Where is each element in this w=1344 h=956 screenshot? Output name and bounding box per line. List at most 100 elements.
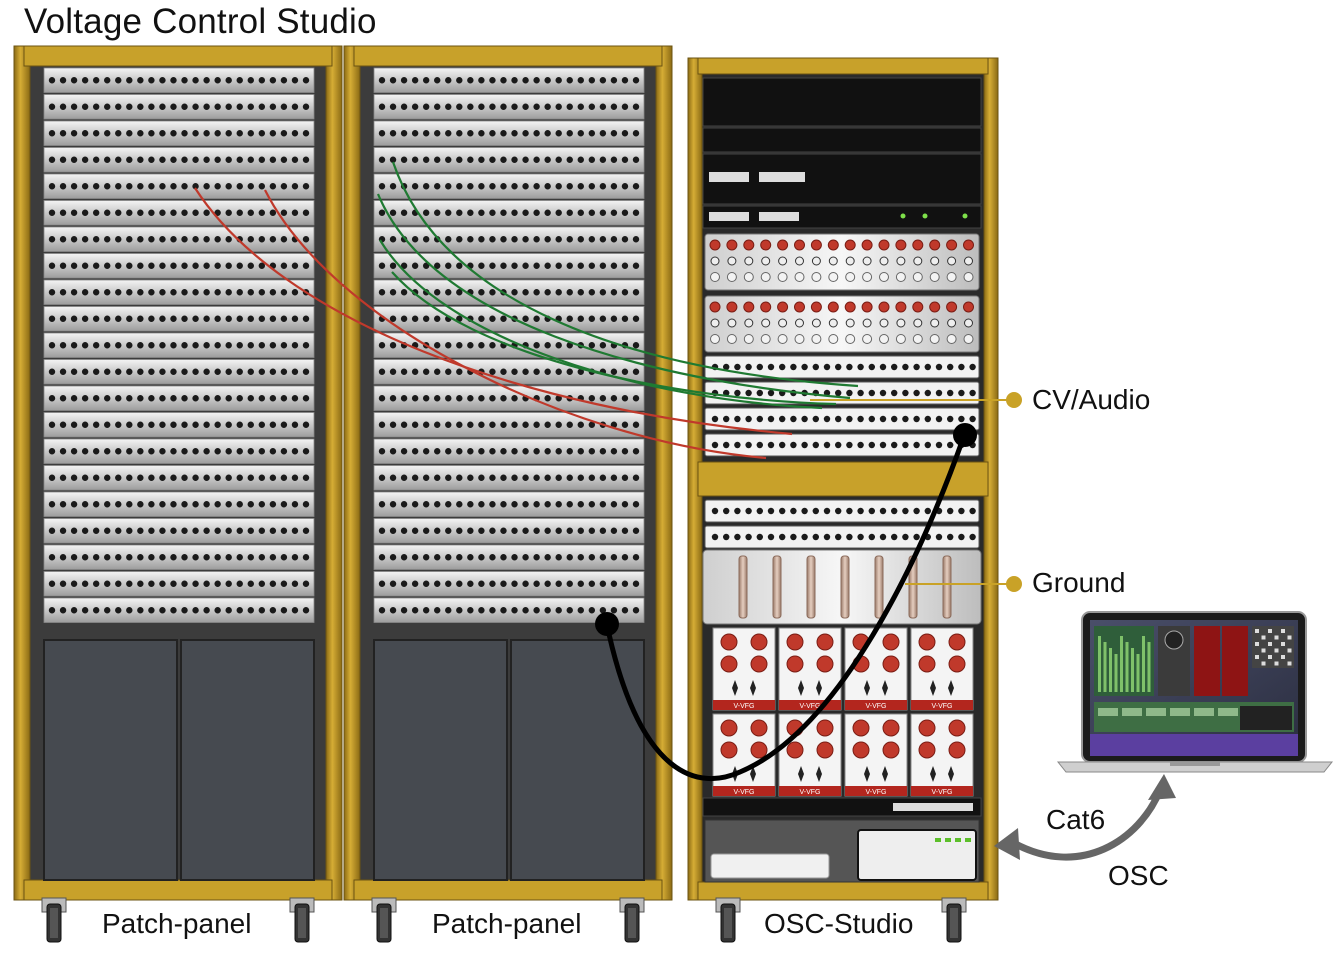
patch-jack: [291, 342, 299, 349]
patch-jack: [203, 448, 210, 455]
screen-channel: [1122, 708, 1142, 716]
patch-jack: [378, 395, 386, 402]
patch-panel-strip: [373, 544, 645, 570]
rack-top-bar: [353, 45, 663, 67]
patch-jack: [203, 421, 210, 428]
patch-jack: [434, 448, 441, 455]
patch-jack: [588, 289, 596, 296]
patch-jack: [236, 527, 243, 534]
patch-jack: [511, 209, 518, 216]
red-knob: [918, 719, 936, 737]
patch-jack: [500, 580, 507, 587]
patch-jack: [137, 448, 144, 455]
patch-jack: [544, 289, 551, 296]
patch-jack: [533, 156, 540, 163]
patch-jack: [846, 441, 853, 449]
patch-jack: [533, 103, 540, 110]
patch-jack: [148, 236, 155, 243]
patch-jack: [879, 415, 887, 423]
ground-cable-plug: [595, 612, 619, 636]
slider-marker: [864, 766, 870, 782]
switch-led: [965, 838, 971, 842]
white-knob: [947, 318, 957, 328]
patch-jack: [411, 448, 419, 455]
patch-jack: [924, 507, 931, 515]
patch-jack: [170, 342, 177, 349]
patch-jack: [137, 342, 144, 349]
patch-jack: [59, 474, 67, 481]
patch-jack: [445, 448, 452, 455]
status-led: [900, 213, 906, 219]
patch-jack: [610, 77, 618, 84]
patch-jack: [302, 262, 310, 269]
patch-jack: [247, 395, 254, 402]
screen-grid-cell: [1274, 648, 1279, 653]
patch-jack: [115, 395, 122, 402]
patch-jack: [137, 262, 144, 269]
patch-jack: [599, 236, 607, 243]
patch-jack: [621, 395, 629, 402]
patch-jack: [610, 554, 618, 561]
jack-socket: [879, 272, 889, 282]
patch-jack: [70, 156, 78, 163]
patch-jack: [181, 342, 188, 349]
patch-jack: [225, 209, 232, 216]
patch-jack: [456, 501, 463, 508]
patch-jack: [258, 130, 266, 137]
patch-jack: [555, 289, 562, 296]
patch-jack: [148, 474, 155, 481]
patch-jack: [81, 262, 89, 269]
patch-jack: [857, 389, 864, 397]
patch-jack: [599, 474, 607, 481]
patch-jack: [104, 209, 111, 216]
patch-jack: [214, 315, 221, 322]
patch-jack: [588, 183, 596, 190]
patch-jack: [555, 501, 562, 508]
patch-jack: [621, 262, 629, 269]
patch-jack: [378, 368, 386, 375]
patch-jack: [302, 156, 310, 163]
jack-socket: [794, 272, 805, 282]
screen-meter-bar: [1120, 636, 1123, 692]
patch-jack: [823, 415, 831, 423]
patch-jack: [621, 103, 629, 110]
patch-jack: [577, 474, 584, 481]
patch-jack: [422, 527, 430, 534]
screen-dock: [1090, 734, 1298, 756]
patch-jack: [302, 421, 310, 428]
patch-jack: [280, 315, 288, 322]
patch-jack: [148, 421, 155, 428]
patch-jack: [522, 554, 529, 561]
screen-meter-bar: [1114, 654, 1118, 692]
patch-jack: [59, 607, 67, 614]
patch-jack: [779, 363, 786, 371]
patch-jack: [544, 342, 551, 349]
patch-jack: [203, 262, 210, 269]
patch-jack: [478, 527, 485, 534]
white-knob: [778, 318, 788, 328]
patch-jack: [236, 342, 243, 349]
patch-jack: [445, 77, 452, 84]
patch-jack: [92, 77, 100, 84]
patch-jack: [555, 448, 562, 455]
patch-jack: [236, 183, 243, 190]
patch-jack: [137, 209, 144, 216]
red-knob: [948, 719, 966, 737]
patch-jack: [48, 156, 56, 163]
patch-jack: [489, 607, 496, 614]
patch-jack: [500, 209, 507, 216]
patch-jack: [500, 130, 507, 137]
patch-jack: [599, 342, 607, 349]
patch-jack: [258, 421, 266, 428]
patch-jack: [192, 315, 199, 322]
screen-meter-bar: [1147, 642, 1151, 692]
patch-jack: [456, 236, 463, 243]
patch-jack: [247, 501, 254, 508]
patch-jack: [577, 368, 584, 375]
switch-led: [935, 838, 941, 842]
patch-jack: [467, 342, 474, 349]
slider-marker: [948, 766, 954, 782]
patch-jack: [489, 501, 496, 508]
patch-jack: [247, 262, 254, 269]
